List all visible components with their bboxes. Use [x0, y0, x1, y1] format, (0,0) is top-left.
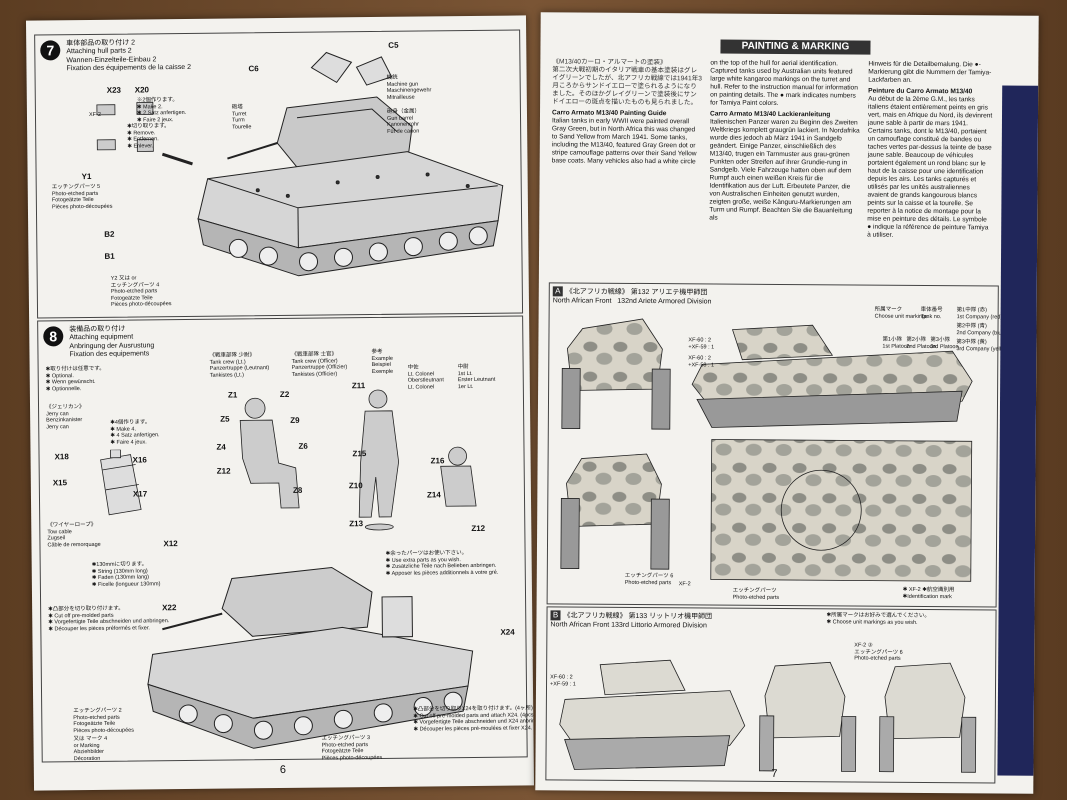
scheme-b-views [559, 659, 977, 773]
text-column-2: on the top of the hull for aerial identi… [709, 59, 861, 280]
fig-z6: Z6 [298, 441, 308, 451]
part-x17-label: X17 [132, 489, 148, 499]
tow-title: 《ワイヤーロープ》 Tow cable Zugseil Câble de rem… [47, 521, 101, 548]
step8-number: 8 [43, 326, 64, 347]
pe7-note: 又は マーク 4 or Marking Abziehbilder Décorat… [73, 735, 108, 762]
part-x15-label: X15 [52, 478, 68, 488]
right-page-number: 7 [771, 767, 778, 780]
part-b1-label: B1 [104, 251, 115, 261]
col1-jp-text: 第二次大戦初期のイタリア戦車の基本塗装はグレイグリーンでしたが、北アフリカ戦線で… [552, 66, 702, 107]
scheme-b-en: North African Front 133rd Littorio Armor… [550, 620, 707, 629]
fig-z16: Z16 [430, 456, 445, 466]
note-turret: 砲塔 Turret Turm Tourelle [231, 104, 252, 130]
step8-title: 装備品の取り付け Attaching equipment Anbringung … [69, 325, 154, 360]
scheme-a-jp: 《北アフリカ戦線》 第132 アリエテ機甲師団 [565, 288, 708, 297]
part-c5-label: C5 [388, 40, 399, 50]
scheme-a-div: 132nd Ariete Armored Division [617, 297, 712, 305]
part-x16-label: X16 [132, 455, 147, 465]
part-c6-label: C6 [248, 64, 259, 74]
note-pe5: エッチングパーツ 5 Photo-etched parts Fotogeätzt… [51, 183, 113, 210]
fig-z12b: Z12 [471, 523, 486, 534]
fig-z11: Z11 [351, 381, 366, 391]
fig-z4: Z4 [216, 442, 226, 452]
scheme-a-plt3: 第3小隊 3rd Platoon [930, 336, 959, 350]
step7-title: 車体部品の取り付け 2 Attaching hull parts 2 Wanne… [66, 39, 191, 74]
col1-en-text: Italian tanks in early WWII were painted… [551, 117, 697, 166]
part-x18-label: X18 [54, 452, 69, 462]
left-page: 7 車体部品の取り付け 2 Attaching hull parts 2 Wan… [25, 15, 535, 791]
fig-z9: Z9 [290, 415, 300, 425]
step7-number: 7 [40, 40, 61, 61]
part-x20-label: X20 [134, 85, 149, 95]
part-x22: X22 [162, 603, 177, 613]
fig-z1: Z1 [227, 390, 238, 400]
pe2-note: エッチングパーツ 2 Photo-etched parts Fotogeätzt… [73, 707, 134, 734]
scheme-a-ident: ✱ XF-2 ✱航空識別用 ✱Identification mark [902, 586, 955, 600]
note-y2: Y2 又は or エッチングパーツ 4 Photo-etched parts F… [110, 275, 172, 308]
right-page: PAINTING & MARKING 《M13/40カーロ・アルマートの塗装》 … [535, 12, 1039, 794]
fig-z13: Z13 [349, 519, 364, 529]
note-barrel: 砲身（金属） Gun barrel Kanonenrohr Fût de can… [386, 108, 421, 135]
scheme-a-co2: 第2中隊 (青) 2nd Company (blue) [956, 323, 1007, 337]
cutx24-note: ✱凸部分を切り取りX24を取り付けます。(4ヶ所) ✱ Cut off pre-… [413, 705, 535, 733]
scheme-a-paint1: XF-60 : 2 +XF-59 : 1 [688, 337, 715, 350]
pe3-note: エッチングパーツ 3 Photo-etched parts Fotogeätzt… [321, 735, 383, 762]
scheme-a-views [560, 318, 973, 582]
col2-de-text: Italienischen Panzer waren zu Beginn des… [709, 118, 860, 222]
scheme-b-jp: 《北アフリカ戦線》 第133 リットリオ機甲師団 [563, 612, 713, 621]
left-page-number: 6 [279, 763, 287, 777]
fig-z8: Z8 [292, 485, 303, 495]
scheme-a-header: A《北アフリカ戦線》 第132 アリエテ機甲師団 North African F… [553, 286, 712, 306]
col2-en-text: on the top of the hull for aerial identi… [710, 59, 858, 107]
part-x12: X12 [163, 539, 178, 549]
fig-z15: Z15 [352, 449, 367, 459]
note-make2: ※2個作ります。 ✱ Make 2. ✱ 2 Satz anfertigen. … [136, 97, 187, 123]
crew-lt-title: 《戦車部隊 少尉》 Tank crew (Lt.) Panzertruppe (… [209, 352, 270, 379]
scheme-a-paint2: XF-60 : 2 +XF-58 : 1 [688, 355, 715, 368]
note-optional: ✱取り付けは任意です。 ✱ Optional. ✱ Wenn gewünscht… [45, 365, 105, 392]
scheme-a-pe6: エッチングパーツ 6 Photo-etched parts [624, 572, 674, 586]
col3-fr-text: Au début de la 2ème G.M., les tanks ital… [867, 95, 993, 239]
scheme-b-badge: B [550, 610, 561, 621]
note-remove: ✱切り取ります。 ✱ Remove. ✱ Entfernen. ✱ Enleve… [127, 123, 170, 150]
crew-officer-title: 《戦車部隊 士官》 Tank crew (Officer) Panzertrup… [291, 351, 348, 378]
scheme-a-tankno: 車体番号 Tank no. [920, 306, 943, 320]
part-x23-label: X23 [106, 85, 121, 95]
scheme-a-xf2: XF-2 [678, 581, 691, 588]
scheme-b-header: B《北アフリカ戦線》 第133 リットリオ機甲師団 North African … [550, 610, 712, 630]
step8-title-fr: Fixation des equipements [69, 350, 150, 359]
step7-header: 7 車体部品の取り付け 2 Attaching hull parts 2 Wan… [40, 39, 191, 72]
step7-tank-drawing [197, 51, 504, 277]
book-cover-edge [997, 85, 1039, 776]
fig-z14: Z14 [426, 490, 441, 500]
part-y1-label: Y1 [81, 171, 92, 182]
col3-de-text: Hinweis für die Detailbemalung. Die ●-Ma… [868, 60, 992, 84]
text-column-3: Hinweis für die Detailbemalung. Die ●-Ma… [867, 61, 994, 282]
rank-example: 参考 Example Beispiel Exemple [371, 348, 394, 375]
fig-z10: Z10 [348, 481, 363, 491]
jerry-title: 《ジェリカン》 Jerry can Benzinkanister Jerry c… [46, 404, 85, 430]
scheme-a-co1: 第1中隊 (赤) 1st Company (red) [956, 307, 1003, 320]
step7-title-fr: Fixation des équipements de la caisse 2 [66, 64, 192, 73]
jerry-can-drawing [100, 449, 142, 516]
step8-tank-drawing [147, 566, 474, 749]
fig-z12a: Z12 [216, 466, 231, 476]
note-mg: 機銃 Machine gun Maschinengewehr Mitraille… [386, 74, 432, 101]
painting-heading: PAINTING & MARKING [720, 39, 871, 55]
jerry-make4: ✱4個作ります。 ✱ Make 4. ✱ 4 Satz anfertigen. … [110, 419, 160, 446]
text-column-1: 《M13/40カーロ・アルマートの塗装》 第二次大戦初期のイタリア戦車の基本塗装… [551, 58, 703, 279]
scheme-a-pe6b: エッチングパーツ Photo-etched parts [732, 587, 780, 601]
note-xf2: XF-2 [88, 111, 101, 118]
crew-figures-drawing [239, 389, 477, 531]
scheme-b-choose: ✱所属マークはお好みで選んでください。 ✱ Choose unit markin… [826, 612, 930, 626]
part-x24: X24 [500, 627, 515, 637]
fig-z2: Z2 [279, 389, 290, 400]
step7-small-parts [96, 101, 193, 166]
scheme-a-badge: A [552, 286, 563, 297]
part-b2-label: B2 [104, 229, 115, 239]
scheme-a-front: North African Front [552, 296, 612, 305]
fig-z5: Z5 [220, 414, 230, 424]
step8-header: 8 装備品の取り付け Attaching equipment Anbringun… [43, 326, 154, 358]
